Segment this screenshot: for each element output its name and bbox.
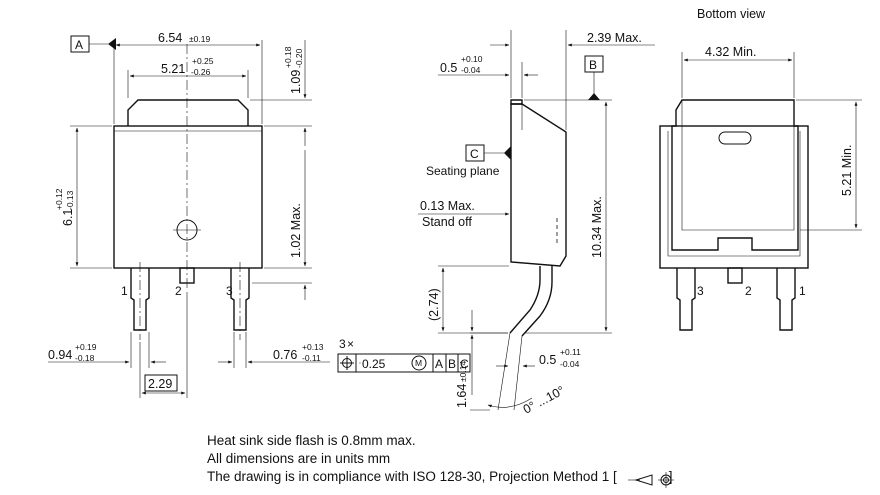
dim-front-width-tol: ±0.19 <box>189 34 210 44</box>
front-view: 1 2 3 A 6.54 ±0.19 5.21 +0.25 -0.26 1.09… <box>48 31 471 398</box>
dim-lead-width-tol-plus: +0.19 <box>75 342 97 352</box>
dim-angle: 0° ...10° <box>521 383 567 416</box>
dim-body-height-tol-minus: -0.13 <box>65 190 75 210</box>
bottom-view-title: Bottom view <box>697 7 766 21</box>
dim-overall-length: 10.34 Max. <box>590 196 604 258</box>
note-line: The drawing is in compliance with ISO 12… <box>207 468 672 486</box>
front-tab-outline <box>127 99 249 126</box>
bottom-slot <box>718 131 752 145</box>
bottom-view: Bottom view 3 2 1 4.32 Min. 5.21 Min. <box>659 7 862 331</box>
datum-a-label: A <box>75 38 83 52</box>
dim-lead-width-value: 0.94 <box>48 348 72 362</box>
note-line: Heat sink side flash is 0.8mm max. <box>207 433 416 448</box>
drawing-notes: Heat sink side flash is 0.8mm max. All d… <box>207 432 672 486</box>
dim-standoff: 0.13 Max. <box>420 199 475 213</box>
dim-tab-height-tol-minus: -0.20 <box>294 48 304 68</box>
bottom-lead-3 <box>676 268 696 331</box>
dim-lead-len: (2.74) <box>427 288 441 321</box>
pos-tol-datum-3: C <box>460 357 469 371</box>
bottom-lead-1 <box>776 268 796 331</box>
dim-front-width-value: 6.54 <box>158 31 182 45</box>
dim-lead-thick-tol-minus: -0.04 <box>560 359 580 369</box>
dim-lead-width2-value: 0.76 <box>273 348 297 362</box>
dim-lead-width2-tol-minus: -0.11 <box>302 353 321 363</box>
pos-tol-value: 0.25 <box>362 357 386 371</box>
pos-tol-count: 3 <box>339 337 346 351</box>
datum-c-label: C <box>470 147 479 161</box>
dim-pitch: 2.29 <box>148 377 172 391</box>
note-line: All dimensions are in units mm <box>207 451 391 466</box>
pin-1-label: 1 <box>121 284 128 298</box>
mmc-modifier-icon <box>411 355 427 371</box>
dim-side-thickness: 2.39 Max. <box>587 31 642 45</box>
dim-tab-height-tol-plus: +0.18 <box>283 46 293 68</box>
dim-foot-len-value: 1.64 <box>455 384 469 408</box>
position-tolerance-frame: 0.25 M A B C <box>337 353 471 373</box>
dim-pad-width: 4.32 Min. <box>705 45 756 59</box>
dim-tab-width-tol-plus: +0.25 <box>192 56 214 66</box>
bottom-pin-1-label: 1 <box>799 284 806 298</box>
dim-tab-height-value: 1.09 <box>289 70 303 94</box>
note-projection-close: ] <box>668 469 673 484</box>
dim-pitch-box <box>144 374 178 392</box>
front-body-outline <box>113 125 263 269</box>
datum-b-label: B <box>589 58 597 72</box>
dim-tab-thick-tol-minus: -0.04 <box>461 65 481 75</box>
dim-lead-thick-tol-plus: +0.11 <box>560 347 581 357</box>
dim-body-height-value: 6.1 <box>61 209 75 226</box>
pos-tol-datum-1: A <box>435 357 443 371</box>
lead-2-stub <box>179 267 195 284</box>
side-lead-outline <box>509 266 553 337</box>
dim-lead-length: 1.02 Max. <box>289 203 303 258</box>
dim-tab-width-tol-minus: -0.26 <box>191 67 211 77</box>
dim-body-height-tol-plus: +0.12 <box>54 188 64 210</box>
side-body-outline <box>510 103 567 267</box>
dim-lead-width2-tol-plus: +0.13 <box>302 342 324 352</box>
note-projection-text: The drawing is in compliance with ISO 12… <box>207 469 617 484</box>
dim-pad-height: 5.21 Min. <box>840 145 854 196</box>
pos-tol-datum-2: B <box>448 357 456 371</box>
projection-method-icon <box>628 472 674 488</box>
dim-tab-width-value: 5.21 <box>161 62 185 76</box>
pos-tol-mod: M <box>415 358 422 368</box>
dim-tab-thick-tol-plus: +0.10 <box>461 54 483 64</box>
bottom-pin-3-label: 3 <box>697 284 704 298</box>
seating-plane-label: Seating plane <box>426 164 500 178</box>
bottom-lead-2-stub <box>727 267 743 284</box>
dim-foot-len-tol: ±0.14 <box>458 361 468 382</box>
dim-tab-thick-value: 0.5 <box>440 61 457 75</box>
stand-off-label: Stand off <box>422 215 472 229</box>
bottom-pin-2-label: 2 <box>745 284 752 298</box>
pin-2-label: 2 <box>175 284 182 298</box>
pin-3-label: 3 <box>226 284 233 298</box>
bottom-pad-outline <box>671 99 799 251</box>
dim-lead-thick-value: 0.5 <box>539 353 556 367</box>
dim-lead-width-tol-minus: -0.18 <box>75 353 95 363</box>
pos-tol-times: × <box>347 337 354 351</box>
